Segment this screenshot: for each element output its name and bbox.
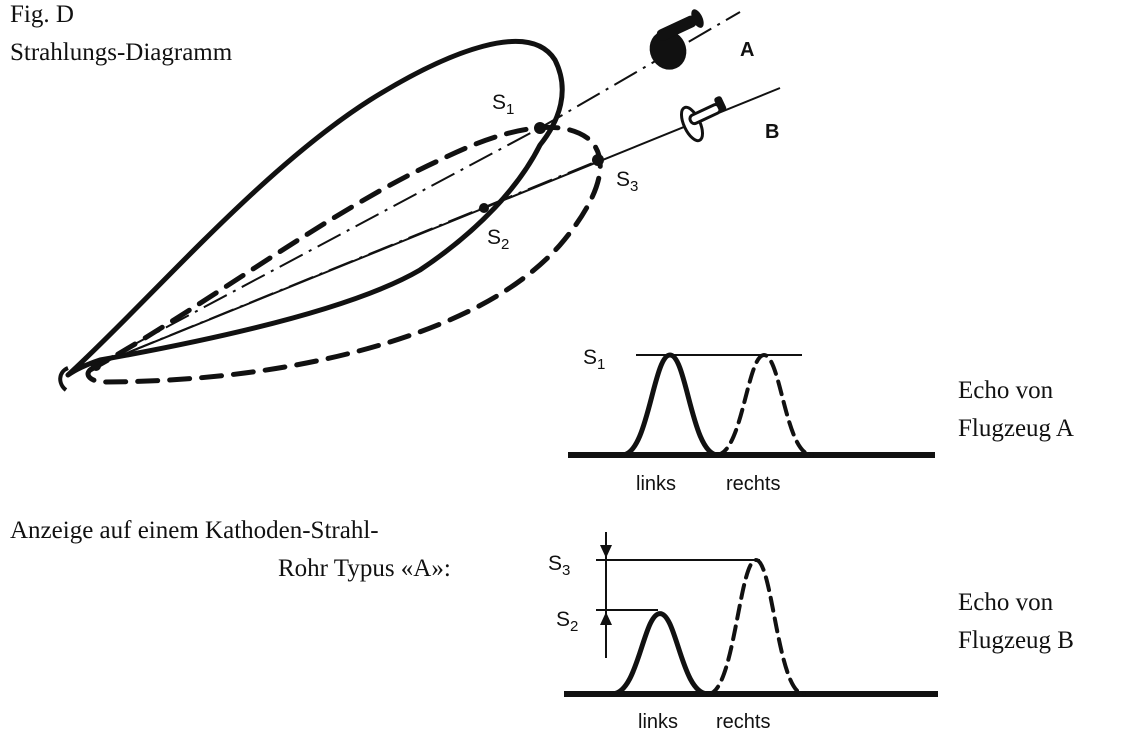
aircraft-b-icon [679,96,727,143]
figure-title: Strahlungs-Diagramm [10,39,233,66]
label-s1-base: S [492,91,506,114]
scope-a-right-label: rechts [726,473,780,495]
label-s2: S2 [487,226,509,253]
figure-label: Fig. D [10,1,74,28]
scope-b-left-label: links [638,711,678,731]
line-of-sight-a [539,11,741,129]
echo-b-caption-line1: Echo von [958,589,1054,616]
target-b-label: B [765,121,779,143]
scope-a-left-label: links [636,473,676,495]
label-s2-sub: 2 [501,236,509,253]
scope-b-upper-level-base: S [548,552,562,575]
target-a-label: A [740,39,754,61]
scope-a-level-base: S [583,346,597,369]
scope-b-lower-level-label: S2 [556,608,578,635]
label-s3-base: S [616,168,630,191]
scope-b-arrow-up-icon [600,612,612,625]
point-s1 [534,122,546,134]
point-s3 [592,154,604,166]
point-s2 [479,203,489,213]
scope-b-left-pulse [609,611,711,697]
scope-b: S3 S2 links rechts [548,532,938,731]
scope-a-left-pulse [619,352,721,458]
echo-a-caption-line1: Echo von [958,377,1054,404]
display-caption-line2: Rohr Typus «A»: [278,555,451,582]
scope-b-right-label: rechts [716,711,770,731]
antenna-origin [58,366,69,392]
display-caption-line1: Anzeige auf einem Kathoden-Strahl- [10,517,379,544]
aircraft-a-icon [649,9,704,70]
axis-lobe-a [89,127,541,369]
scope-b-arrow-down-icon [600,545,612,558]
scope-a: S1 links rechts [568,346,935,495]
lobe-b-dashed [85,124,603,385]
label-s1-sub: 1 [506,101,514,118]
scope-b-lower-level-base: S [556,608,570,631]
label-s3: S3 [616,168,638,195]
label-s3-sub: 3 [630,178,638,195]
scope-b-lower-level-sub: 2 [570,618,578,635]
scope-b-right-pulse [706,557,806,696]
echo-b-caption-line2: Flugzeug B [958,627,1074,654]
scope-b-upper-level-sub: 3 [562,562,570,579]
scope-a-level-label: S1 [583,346,605,373]
label-s2-base: S [487,226,501,249]
scope-a-level-sub: 1 [597,356,605,373]
line-of-sight-b [89,87,781,369]
scope-a-right-pulse [714,352,814,457]
echo-a-caption-line2: Flugzeug A [958,415,1074,442]
origin-dot [91,361,101,371]
scope-b-upper-level-label: S3 [548,552,570,579]
label-s1: S1 [492,91,514,118]
